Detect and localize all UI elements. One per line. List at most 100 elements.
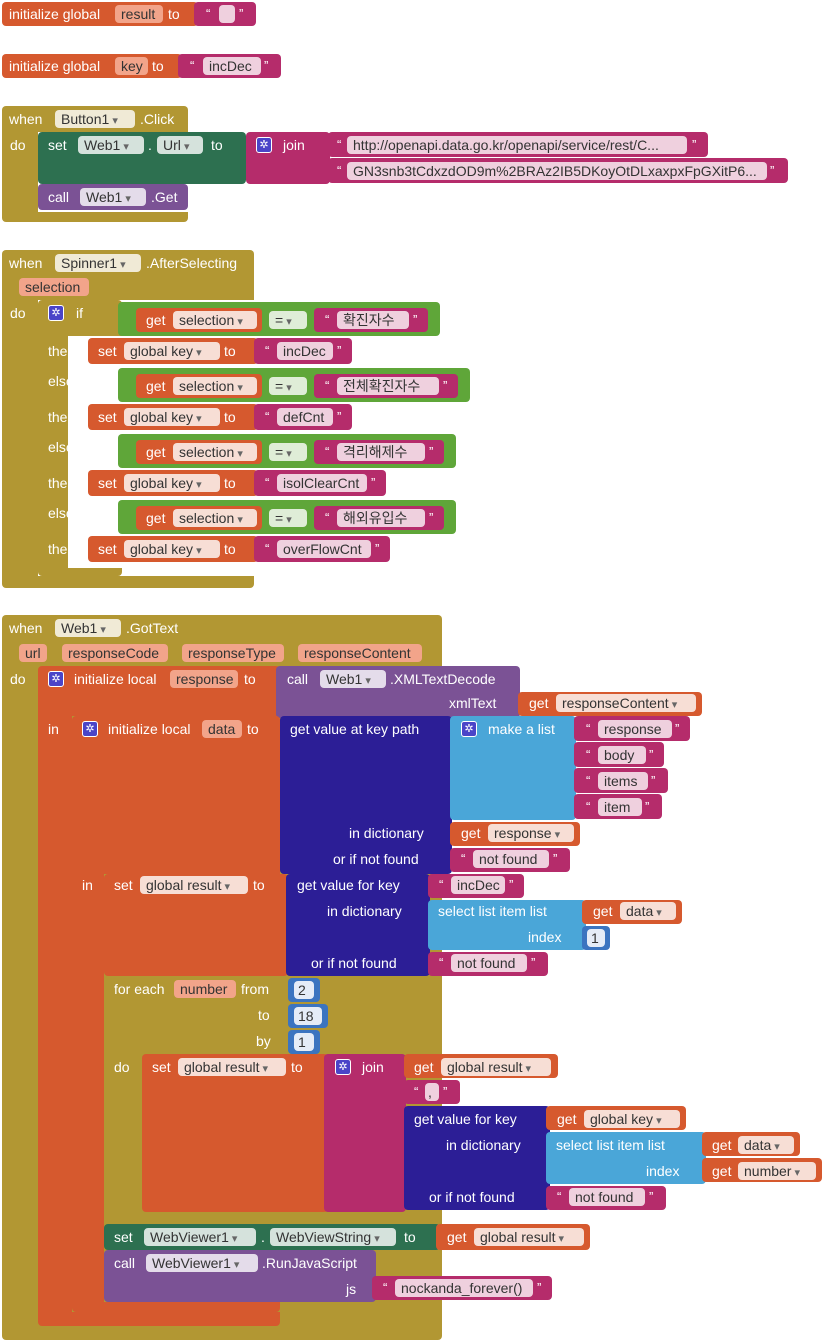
get-value-for-key-block-2[interactable] [404,1106,550,1210]
not-found-text-1[interactable]: not found [473,850,549,868]
init-global-result-block[interactable] [2,2,198,26]
param-url[interactable]: url [19,644,47,662]
global-result-value[interactable] [219,5,235,23]
global-key-dropdown[interactable]: global key [124,408,220,426]
compare-text-1[interactable]: 확진자수 [337,311,409,329]
global-key-dropdown[interactable]: global key [584,1110,680,1128]
kw-then: then [48,343,76,359]
comma-text[interactable]: , [425,1083,439,1101]
not-found-text-3[interactable]: not found [569,1188,645,1206]
incdec-key-text[interactable]: incDec [451,876,505,894]
mutator-gear-icon[interactable]: ✲ [48,305,64,321]
quote-open: “ [586,799,591,814]
kw-make-a-list: make a list [488,721,555,737]
by-value[interactable]: 1 [294,1033,314,1051]
select-list-item-block-1[interactable] [428,900,586,950]
global-key-dropdown[interactable]: global key [124,342,220,360]
local-data-name[interactable]: data [202,720,242,738]
data-dropdown[interactable]: data [738,1136,794,1154]
loop-var-number[interactable]: number [174,980,236,998]
value-text-4[interactable]: overFlowCnt [277,540,371,558]
quote-open: “ [586,721,591,736]
kw-do: do [114,1059,130,1075]
from-value[interactable]: 2 [294,981,314,999]
path-body-text[interactable]: body [598,746,646,764]
value-text-1[interactable]: incDec [277,342,333,360]
selection-dropdown[interactable]: selection [173,311,257,329]
url-part2-text[interactable]: GN3snb3tCdxzdOD9m%2BRAz2IB5DKoyOtDLxaxpx… [347,162,767,180]
mutator-gear-icon[interactable]: ✲ [461,721,477,737]
web1-component-dropdown[interactable]: Web1 [55,619,121,637]
set-component-dropdown[interactable]: Web1 [78,136,144,154]
response-dropdown[interactable]: response [488,824,574,842]
global-result-dropdown[interactable]: global result [474,1228,584,1246]
mutator-gear-icon[interactable]: ✲ [82,721,98,737]
set-property-dropdown[interactable]: Url [157,136,203,154]
param-selection[interactable]: selection [19,278,89,296]
data-dropdown[interactable]: data [620,902,676,920]
event-name-afterselecting: .AfterSelecting [146,255,238,271]
index-value[interactable]: 1 [587,929,605,947]
join-block-2[interactable] [324,1054,406,1212]
get-value-for-key-block-1[interactable] [286,874,430,976]
method-runjavascript: .RunJavaScript [262,1255,357,1271]
path-items-text[interactable]: items [598,772,648,790]
param-responsecontent[interactable]: responseContent [298,644,422,662]
quote-open: “ [439,877,444,892]
call-component-dropdown[interactable]: Web1 [80,188,146,206]
not-found-text-2[interactable]: not found [451,954,527,972]
compare-text-4[interactable]: 해외유입수 [337,509,425,527]
quote-open: “ [337,163,342,178]
selection-dropdown[interactable]: selection [173,443,257,461]
global-key-name[interactable]: key [115,57,148,75]
kw-if: if [76,305,83,321]
path-response-text[interactable]: response [598,720,672,738]
path-item-text[interactable]: item [598,798,642,816]
url-part1-text[interactable]: http://openapi.data.go.kr/openapi/servic… [347,136,687,154]
global-result-dropdown[interactable]: global result [140,876,248,894]
kw-to: to [224,541,236,557]
kw-call: call [114,1255,136,1271]
global-key-value[interactable]: incDec [203,57,261,75]
quote-close: ” [375,541,380,556]
global-result-name[interactable]: result [115,5,163,23]
global-key-dropdown[interactable]: global key [124,474,220,492]
webviewer-component-dropdown[interactable]: WebViewer1 [144,1228,256,1246]
set-global-result-join-block[interactable] [142,1054,328,1212]
eq-operator-dropdown[interactable]: = [269,443,307,461]
number-dropdown[interactable]: number [738,1162,816,1180]
runjs-component-dropdown[interactable]: WebViewer1 [146,1254,258,1272]
param-responsetype[interactable]: responseType [182,644,284,662]
init-global-key-block[interactable] [2,54,182,78]
get-value-at-key-path-block[interactable] [280,716,452,874]
global-result-dropdown[interactable]: global result [178,1058,286,1076]
eq-operator-dropdown[interactable]: = [269,377,307,395]
webviewstring-property-dropdown[interactable]: WebViewString [270,1228,396,1246]
to-value[interactable]: 18 [294,1007,322,1025]
kw-to: to [247,721,259,737]
eq-operator-dropdown[interactable]: = [269,311,307,329]
kw-get: get [146,510,166,526]
local-response-name[interactable]: response [170,670,238,688]
button1-component-dropdown[interactable]: Button1 [55,110,135,128]
value-text-3[interactable]: isolClearCnt [277,474,367,492]
global-key-dropdown[interactable]: global key [124,540,220,558]
selection-dropdown[interactable]: selection [173,377,257,395]
compare-text-3[interactable]: 격리해제수 [337,443,425,461]
spinner1-component-dropdown[interactable]: Spinner1 [55,254,141,272]
mutator-gear-icon[interactable]: ✲ [48,671,64,687]
call-xmltextdecode-block[interactable] [276,666,520,718]
xml-component-dropdown[interactable]: Web1 [320,670,386,688]
value-text-2[interactable]: defCnt [277,408,333,426]
eq-operator-dropdown[interactable]: = [269,509,307,527]
global-result-dropdown[interactable]: global result [441,1058,551,1076]
responsecontent-dropdown[interactable]: responseContent [556,694,696,712]
select-list-item-block-2[interactable] [546,1132,706,1184]
param-responsecode[interactable]: responseCode [62,644,168,662]
mutator-gear-icon[interactable]: ✲ [335,1059,351,1075]
js-text[interactable]: nockanda_forever() [395,1279,533,1297]
kw-then: then [48,409,76,425]
compare-text-2[interactable]: 전체확진자수 [337,377,439,395]
mutator-gear-icon[interactable]: ✲ [256,137,272,153]
selection-dropdown[interactable]: selection [173,509,257,527]
